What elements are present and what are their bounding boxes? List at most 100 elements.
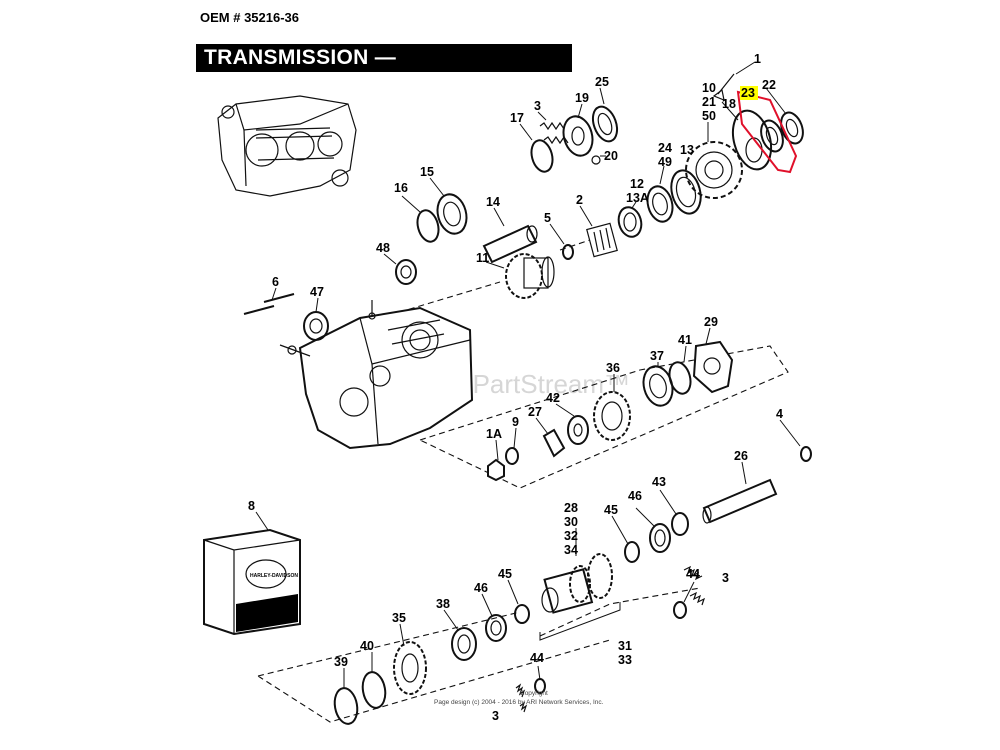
washer-23 bbox=[760, 119, 784, 153]
needle-bearing-2 bbox=[586, 222, 618, 258]
callout-24: 24 bbox=[658, 141, 672, 155]
callout-14: 14 bbox=[486, 195, 500, 209]
callout-15: 15 bbox=[420, 165, 434, 179]
callout-8: 8 bbox=[248, 499, 255, 513]
assembly-guide-middle bbox=[419, 345, 789, 489]
transmission-case bbox=[279, 300, 474, 450]
callout-6: 6 bbox=[272, 275, 279, 289]
callout-22: 22 bbox=[762, 78, 776, 92]
spring-3-lower bbox=[515, 683, 528, 713]
washer-17 bbox=[530, 139, 554, 173]
washer-27 bbox=[542, 428, 566, 458]
bearing-37 bbox=[642, 365, 674, 407]
leader-lines bbox=[255, 61, 801, 688]
callout-47: 47 bbox=[310, 285, 324, 299]
callout-13a: 13A bbox=[626, 191, 649, 205]
callout-19: 19 bbox=[575, 91, 589, 105]
washer-45-upper bbox=[624, 541, 640, 563]
callout-27: 27 bbox=[528, 405, 542, 419]
spring-3-middle bbox=[683, 565, 706, 606]
callout-33: 33 bbox=[618, 653, 632, 667]
washer-22 bbox=[780, 111, 804, 145]
screw-1 bbox=[712, 73, 735, 101]
callout-28: 28 bbox=[564, 501, 578, 515]
callout-13: 13 bbox=[680, 143, 694, 157]
callout-48: 48 bbox=[376, 241, 390, 255]
diagram-title-banner: TRANSMISSION — COUNTERSHAFT bbox=[196, 44, 572, 97]
washer-9 bbox=[505, 447, 519, 465]
pins-6 bbox=[243, 293, 295, 315]
nut-1a bbox=[487, 458, 505, 482]
callout-43: 43 bbox=[652, 475, 666, 489]
manual-box-8: HARLEY-DAVIDSON bbox=[203, 528, 301, 636]
callout-20: 20 bbox=[604, 149, 618, 163]
shaft-14 bbox=[482, 224, 538, 264]
washer-39 bbox=[333, 687, 359, 725]
transmission-assembly-thumbnail bbox=[217, 95, 357, 197]
highlight-outline-23 bbox=[736, 90, 798, 174]
callout-31: 31 bbox=[618, 639, 632, 653]
callout-29: 29 bbox=[704, 315, 718, 329]
callout-23: 23 bbox=[741, 86, 755, 100]
callout-42: 42 bbox=[546, 391, 560, 405]
washer-25 bbox=[591, 105, 619, 143]
bearing-46-upper bbox=[649, 523, 671, 553]
callout-9: 9 bbox=[512, 415, 519, 429]
callout-32: 32 bbox=[564, 529, 578, 543]
callout-17: 17 bbox=[510, 111, 524, 125]
countershaft-26 bbox=[702, 478, 778, 524]
callout-49: 49 bbox=[658, 155, 672, 169]
callout-11: 11 bbox=[476, 251, 489, 265]
bushing-47 bbox=[303, 311, 329, 341]
washer-45-lower bbox=[514, 604, 530, 624]
washer-43 bbox=[671, 512, 689, 536]
bearing-15 bbox=[436, 193, 468, 235]
gear-cluster-28 bbox=[541, 553, 613, 614]
callout-35: 35 bbox=[392, 611, 406, 625]
callout-3-bottom: 3 bbox=[492, 709, 499, 723]
gear-36 bbox=[593, 391, 631, 441]
sprocket-10 bbox=[685, 141, 743, 199]
callout-30: 30 bbox=[564, 515, 578, 529]
manual-box-brand: HARLEY-DAVIDSON bbox=[250, 573, 298, 579]
callout-34: 34 bbox=[564, 543, 578, 557]
o-ring-4 bbox=[800, 446, 812, 462]
callout-21: 21 bbox=[702, 95, 716, 109]
callout-46-upper: 46 bbox=[628, 489, 642, 503]
shift-drum-29 bbox=[692, 340, 734, 394]
callout-40: 40 bbox=[360, 639, 374, 653]
washer-5 bbox=[562, 244, 574, 260]
callout-3-top: 3 bbox=[534, 99, 541, 113]
callout-50: 50 bbox=[702, 109, 716, 123]
callout-3-middle: 3 bbox=[722, 571, 729, 585]
bearing-38 bbox=[451, 627, 477, 661]
assembly-guide-lower bbox=[257, 587, 701, 723]
bushing-12 bbox=[617, 206, 643, 238]
callout-5: 5 bbox=[544, 211, 551, 225]
callout-39: 39 bbox=[334, 655, 348, 669]
callout-16: 16 bbox=[394, 181, 408, 195]
callout-45-upper: 45 bbox=[604, 503, 618, 517]
callout-18: 18 bbox=[722, 97, 736, 111]
callout-10: 10 bbox=[702, 81, 716, 95]
bushing-48 bbox=[395, 259, 417, 285]
gear-35 bbox=[393, 641, 427, 695]
callout-36: 36 bbox=[606, 361, 620, 375]
callout-1a: 1A bbox=[486, 427, 502, 441]
copyright-line-1: Copyright bbox=[520, 690, 548, 697]
pin-20 bbox=[591, 155, 601, 165]
callout-41: 41 bbox=[678, 333, 692, 347]
oem-number: OEM # 35216-36 bbox=[200, 10, 300, 25]
copyright-line-2: Page design (c) 2004 - 2016 by ARI Netwo… bbox=[434, 699, 604, 706]
callout-12: 12 bbox=[630, 177, 644, 191]
washer-40 bbox=[361, 671, 387, 709]
callout-38: 38 bbox=[436, 597, 450, 611]
callout-44-lower: 44 bbox=[530, 651, 544, 665]
spring-3-upper bbox=[539, 121, 569, 145]
gear-11 bbox=[505, 253, 555, 299]
bracket-31-33 bbox=[539, 602, 621, 641]
washer-44-upper bbox=[673, 601, 687, 619]
callout-labels: 1 22 23 10 21 50 18 25 19 3 17 20 24 49 … bbox=[248, 52, 783, 723]
gear-13 bbox=[670, 169, 702, 215]
